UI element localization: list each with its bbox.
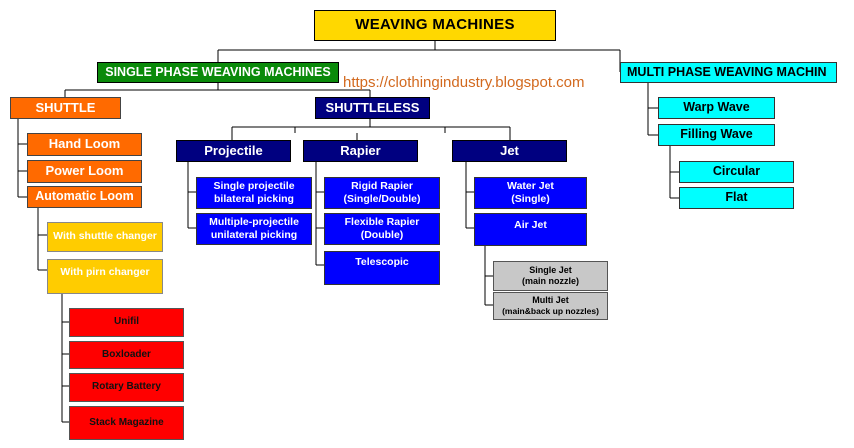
shuttle-box: SHUTTLE — [10, 97, 121, 119]
shuttle-changer-box: With shuttle changer — [47, 222, 163, 252]
multi-phase-box: MULTI PHASE WEAVING MACHIN — [620, 62, 837, 83]
single-jet-box: Single Jet (main nozzle) — [493, 261, 608, 291]
air-jet-box: Air Jet — [474, 213, 587, 246]
single-projectile-box: Single projectile bilateral picking — [196, 177, 312, 209]
flexible-rapier-box: Flexible Rapier (Double) — [324, 213, 440, 245]
title-box: WEAVING MACHINES — [314, 10, 556, 41]
single-projectile-line1: Single projectile — [213, 179, 295, 192]
automatic-loom-box: Automatic Loom — [27, 186, 142, 208]
stack-magazine-box: Stack Magazine — [69, 406, 184, 440]
rigid-rapier-line1: Rigid Rapier — [351, 179, 413, 192]
multi-jet-box: Multi Jet (main&back up nozzles) — [493, 292, 608, 320]
water-jet-line1: Water Jet — [507, 179, 554, 192]
rigid-rapier-box: Rigid Rapier (Single/Double) — [324, 177, 440, 209]
rapier-box: Rapier — [303, 140, 418, 162]
power-loom-box: Power Loom — [27, 160, 142, 183]
circular-box: Circular — [679, 161, 794, 183]
rotary-battery-box: Rotary Battery — [69, 373, 184, 402]
single-phase-box: SINGLE PHASE WEAVING MACHINES — [97, 62, 339, 83]
warp-wave-box: Warp Wave — [658, 97, 775, 119]
single-jet-line2: (main nozzle) — [521, 276, 579, 286]
jet-box: Jet — [452, 140, 567, 162]
shuttleless-box: SHUTTLELESS — [315, 97, 430, 119]
flexible-rapier-line1: Flexible Rapier — [344, 215, 420, 228]
multi-jet-line2: (main&back up nozzles) — [502, 306, 599, 317]
multi-jet-line1: Multi Jet — [532, 295, 569, 306]
telescopic-box: Telescopic — [324, 251, 440, 285]
single-jet-line1: Single Jet — [529, 264, 572, 275]
watermark-url[interactable]: https://clothingindustry.blogspot.com — [343, 74, 585, 91]
flat-box: Flat — [679, 187, 794, 209]
water-jet-box: Water Jet (Single) — [474, 177, 587, 209]
pirn-changer-box: With pirn changer — [47, 259, 163, 294]
multiple-projectile-line2: unilateral picking — [210, 229, 298, 241]
hand-loom-box: Hand Loom — [27, 133, 142, 156]
projectile-box: Projectile — [176, 140, 291, 162]
single-projectile-line2: bilateral picking — [214, 193, 294, 205]
multiple-projectile-line1: Multiple-projectile — [209, 215, 299, 228]
flexible-rapier-line2: (Double) — [360, 229, 404, 241]
rigid-rapier-line2: (Single/Double) — [343, 193, 421, 205]
unifil-box: Unifil — [69, 308, 184, 337]
water-jet-line2: (Single) — [511, 193, 550, 205]
multiple-projectile-box: Multiple-projectile unilateral picking — [196, 213, 312, 245]
filling-wave-box: Filling Wave — [658, 124, 775, 146]
boxloader-box: Boxloader — [69, 341, 184, 369]
